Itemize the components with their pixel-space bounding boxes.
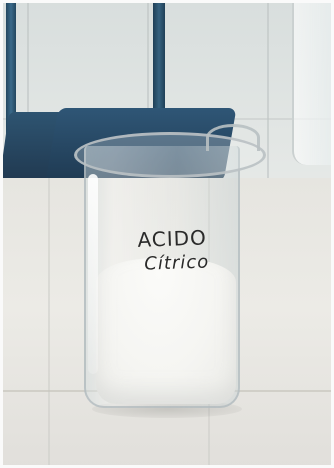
white-powder <box>96 258 236 404</box>
glass-container-right <box>292 0 334 165</box>
label-line-2: Cítrico <box>143 251 210 275</box>
handwritten-label: ACIDO Cítrico <box>131 220 253 288</box>
beaker-highlight <box>88 174 98 374</box>
label-line-1: ACIDO <box>137 225 208 252</box>
beaker-spout <box>206 124 260 151</box>
beaker-shadow <box>92 400 242 418</box>
lab-stand-rod-right <box>153 0 165 120</box>
lab-stand-rod-left <box>6 0 16 135</box>
glass-beaker: ACIDO Cítrico <box>74 124 266 418</box>
